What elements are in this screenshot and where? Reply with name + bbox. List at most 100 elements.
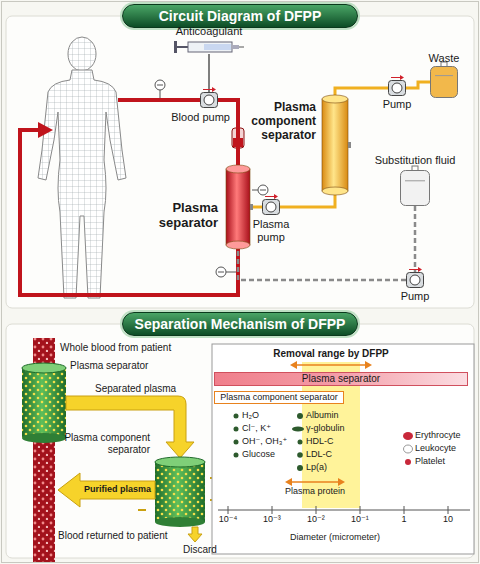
panel (6, 324, 474, 558)
syringe-shape (188, 42, 232, 52)
substance-label: Cl⁻, K⁺ (242, 423, 271, 433)
waste-bag: Waste (430, 66, 458, 98)
fluid-bag-shape (401, 171, 430, 206)
size-chart (297, 452, 303, 458)
size-chart (404, 445, 413, 453)
pump: Blood pump (200, 92, 218, 108)
axis-tick-label: 10 (433, 514, 463, 524)
flow-label: Discard (183, 544, 217, 556)
size-chart (234, 440, 239, 445)
cell-label: Leukocyte (415, 443, 456, 453)
substance-label: Glucose (242, 449, 275, 459)
size-chart (338, 478, 345, 486)
size-chart (234, 453, 239, 458)
patient-figure (68, 37, 96, 71)
size-chart (218, 510, 470, 511)
syringe-shape (232, 45, 239, 49)
drip-chamber (233, 138, 243, 147)
pump-shape (406, 272, 424, 288)
cell-label: Erythrocyte (415, 430, 461, 440)
syringe: Anticoagulant (174, 40, 244, 54)
size-chart (212, 344, 474, 554)
mechanism-illustration (22, 338, 220, 562)
pump-shape (389, 81, 406, 96)
axis-tick-label: 10⁻¹ (345, 514, 375, 524)
axis-title: Diameter (micrometer) (270, 532, 400, 542)
pressure-gauge (216, 267, 226, 277)
substance-label: Albumin (306, 410, 339, 420)
fluid-bag: Substitution fluid (400, 170, 430, 206)
axis-tick-label: 10⁻³ (257, 514, 287, 524)
size-chart (403, 432, 413, 440)
node-text: Pump (398, 290, 432, 303)
pump: Pump (388, 80, 406, 96)
pump-shape (388, 80, 406, 96)
pump-shape (407, 273, 424, 288)
pressure-gauge (155, 80, 165, 90)
separator-column-shape (226, 169, 250, 245)
drip-chamber (232, 128, 244, 148)
pressure-gauge (157, 85, 163, 86)
fluid-bag-shape (400, 170, 430, 206)
axis-tick (360, 506, 361, 514)
syringe-shape (174, 40, 244, 54)
axis-tick (228, 506, 229, 514)
size-chart (285, 478, 292, 486)
size-chart (298, 440, 303, 445)
fluid-bag-shape (405, 180, 425, 181)
patient-figure (38, 70, 126, 298)
axis-tick-label: 10⁻⁴ (213, 514, 243, 524)
separator-column-shape (322, 95, 348, 103)
node-text: Substitution fluid (360, 154, 470, 167)
axis-tick-label: 10⁻² (301, 514, 331, 524)
mechanism-illustration (155, 517, 205, 527)
pressure-gauge (160, 90, 161, 98)
patient-figure (38, 70, 126, 298)
pump-shape (201, 93, 218, 108)
flow-label: Purified plasma (80, 484, 155, 494)
waste-bag-shape (430, 66, 458, 98)
substance-label: γ-globulin (306, 423, 345, 433)
flow-label: Separated plasma (95, 383, 176, 395)
size-chart (292, 426, 304, 431)
tube-connector (238, 249, 406, 280)
size-chart (234, 427, 239, 432)
node-text: Pump (380, 98, 414, 111)
mechanism-illustration (22, 363, 66, 373)
axis-tick (316, 506, 317, 514)
title-banner: Circuit Diagram of DFPP (122, 4, 358, 28)
node-text: Separation Mechanism of DFPP (135, 316, 346, 332)
part-label: Plasma component separator (58, 432, 150, 455)
node-text: Circuit Diagram of DFPP (159, 8, 322, 24)
cell-label: Platelet (415, 456, 445, 466)
pump-shape (200, 92, 218, 108)
tube-connector (335, 88, 388, 95)
pressure-gauge (226, 272, 236, 273)
tube-connector (406, 82, 430, 88)
part-label: Whole blood from patient (60, 342, 171, 354)
axis-tick (404, 506, 405, 514)
blood-line (118, 98, 200, 102)
size-chart (297, 413, 303, 419)
tube-connector (208, 54, 210, 92)
range-label: Plasma protein (275, 486, 355, 496)
size-chart (365, 361, 372, 369)
pressure-gauge (218, 272, 224, 273)
mechanism-illustration (155, 462, 205, 522)
blood-line (20, 130, 238, 295)
substance-label: OH⁻, OH₃⁺ (242, 436, 287, 446)
substance-label: H₂O (242, 410, 259, 420)
pump-shape (265, 194, 278, 199)
node-text: Blood pump (160, 111, 230, 124)
separator-column-shape (322, 99, 348, 191)
tube-connector (414, 206, 417, 272)
separator-column-shape (226, 165, 250, 173)
size-chart (234, 414, 239, 419)
substance-label: Lp(a) (306, 462, 327, 472)
separator-column: Plasma component separator (322, 95, 348, 195)
pump: Plasma pump (262, 199, 280, 215)
tube-connector (218, 100, 238, 165)
pump-shape (410, 275, 420, 285)
waste-bag-shape (435, 75, 453, 76)
